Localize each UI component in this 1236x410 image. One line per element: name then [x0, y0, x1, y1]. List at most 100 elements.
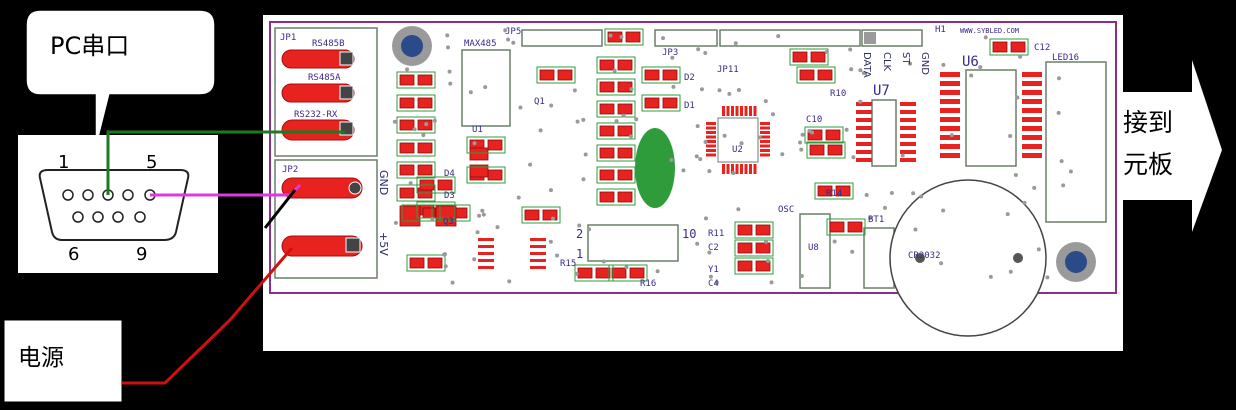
smd-pad	[755, 242, 771, 254]
via	[608, 33, 613, 38]
smd-outline	[596, 78, 636, 96]
smd-outline	[396, 71, 436, 89]
via	[848, 47, 853, 52]
smd-outline	[466, 136, 506, 154]
via	[405, 67, 410, 72]
via	[446, 45, 451, 50]
via	[739, 141, 744, 146]
lbl-c12: C12	[1034, 43, 1050, 53]
via	[549, 103, 554, 108]
via	[624, 265, 629, 270]
lbl-d1: D1	[684, 101, 695, 111]
via	[1018, 54, 1023, 59]
via	[412, 127, 417, 132]
via	[882, 205, 887, 210]
smd-pad	[737, 260, 753, 272]
via	[1056, 110, 1061, 115]
power-box	[3, 319, 123, 403]
via	[969, 73, 974, 78]
via	[1032, 185, 1037, 190]
smd-pad	[1010, 41, 1026, 53]
smd-pad	[799, 69, 815, 81]
smd-outline	[641, 94, 681, 112]
smd-pad	[644, 69, 660, 81]
smd-pad	[792, 51, 808, 63]
smd-pad	[807, 129, 823, 141]
via	[475, 230, 480, 235]
smd-outline	[536, 66, 576, 84]
qfp-pin	[760, 140, 770, 143]
smd-pad	[755, 260, 771, 272]
lbl-jp2: JP2	[282, 165, 298, 175]
smd-outline	[431, 204, 471, 222]
via	[629, 87, 634, 92]
via	[913, 227, 918, 232]
smd-pad	[524, 209, 540, 221]
soic-pin	[530, 266, 546, 269]
via	[889, 190, 894, 195]
via	[770, 112, 775, 117]
soic-pin	[856, 150, 872, 154]
via	[481, 212, 486, 217]
smd-pad	[539, 69, 555, 81]
via	[1045, 275, 1050, 280]
via	[581, 177, 586, 182]
via	[807, 128, 812, 133]
lbl-max485: MAX485	[464, 39, 497, 49]
smd-pad	[825, 129, 841, 141]
qfp-pin	[749, 106, 752, 116]
via	[776, 34, 781, 39]
power-label: 电源	[18, 345, 64, 371]
via	[507, 279, 512, 284]
soic-pin	[900, 110, 916, 114]
lbl-u7: U7	[873, 83, 890, 99]
via	[574, 271, 579, 276]
via	[844, 127, 849, 132]
smd-outline	[596, 166, 636, 184]
qfp-pin	[735, 164, 739, 174]
qfp-pin	[706, 126, 716, 130]
smd-outline	[396, 161, 436, 179]
via	[858, 99, 863, 104]
smd-pad	[469, 164, 489, 178]
lbl-r10: R10	[830, 89, 846, 99]
smd-outline	[814, 182, 854, 200]
via	[442, 252, 447, 257]
smd-pad	[599, 147, 615, 159]
soic-pin	[530, 252, 546, 255]
via	[698, 157, 703, 162]
soic-pin	[940, 117, 960, 122]
via	[1056, 76, 1061, 81]
qfp-pin	[706, 140, 716, 143]
via	[628, 134, 633, 139]
via	[483, 85, 488, 90]
qfp-pin	[706, 149, 716, 152]
lbl-st: ST	[900, 52, 911, 65]
via	[518, 105, 523, 110]
soic-pin	[1022, 72, 1042, 77]
via	[939, 261, 944, 266]
smd-pad	[599, 191, 615, 203]
smd-pad	[599, 125, 615, 137]
via	[824, 50, 829, 55]
via	[988, 274, 993, 279]
smd-outlines	[396, 28, 1029, 282]
smd-outline	[806, 141, 846, 159]
via	[601, 259, 606, 264]
lbl-rs232rx: RS232-RX	[294, 110, 338, 120]
soic-pin	[940, 72, 960, 77]
smd-pad	[469, 147, 489, 161]
smd-pad	[817, 69, 833, 81]
qfp-pin	[706, 135, 716, 139]
qfp-pin	[753, 106, 757, 116]
soic-pin	[1022, 90, 1042, 95]
via	[480, 208, 485, 213]
qfp-pin	[760, 131, 770, 134]
mounting-holes	[392, 26, 1096, 282]
qfp-pin	[760, 149, 770, 152]
smd-outline	[734, 221, 774, 239]
smd-pad	[847, 221, 863, 233]
via	[575, 119, 580, 124]
smd-pad	[737, 224, 753, 236]
smd-outline	[596, 144, 636, 162]
